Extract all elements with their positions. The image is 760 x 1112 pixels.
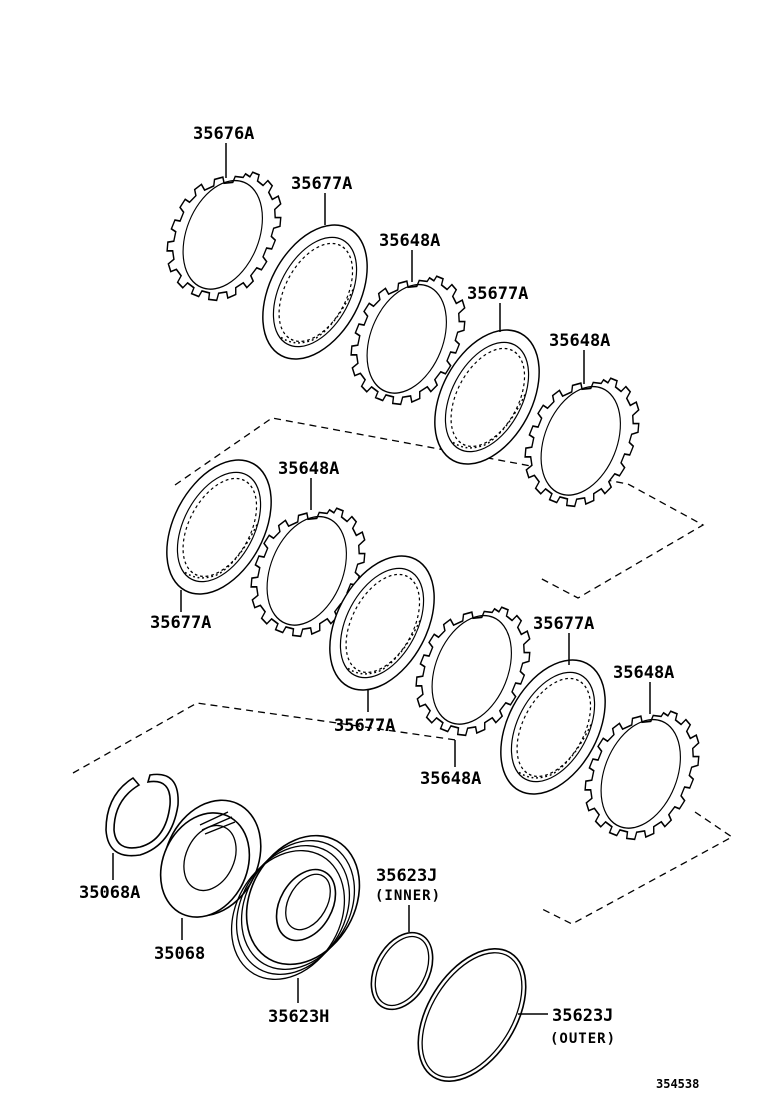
part-35623J-inner-oring: [370, 931, 434, 1011]
label-35068A: 35068A: [79, 883, 140, 903]
label-35623H: 35623H: [268, 1007, 329, 1027]
part-35068A-snap-ring: [105, 773, 179, 857]
label-35676A: 35676A: [193, 124, 254, 144]
diagram-code: 354538: [656, 1077, 699, 1091]
label-35677A-top: 35677A: [291, 174, 352, 194]
label-outer-note: (OUTER): [550, 1031, 616, 1047]
label-35648A-top: 35648A: [379, 231, 440, 251]
label-35648A-top2: 35648A: [549, 331, 610, 351]
part-35623J-outer-oring: [417, 948, 527, 1082]
label-35677A-lower: 35677A: [334, 716, 395, 736]
label-35648A-right: 35648A: [613, 663, 674, 683]
label-35677A-mid-right: 35677A: [533, 614, 594, 634]
label-inner-note: (INNER): [375, 888, 441, 904]
part-35623H-piston: [230, 834, 361, 981]
label-35623J-outer: 35623J: [552, 1006, 613, 1026]
label-35623J-inner: 35623J: [376, 866, 437, 886]
label-35677A-top2: 35677A: [467, 284, 528, 304]
label-35677A-mid-left: 35677A: [150, 613, 211, 633]
label-35068: 35068: [154, 944, 205, 964]
label-35648A-mid: 35648A: [278, 459, 339, 479]
label-35648A-lower: 35648A: [420, 769, 481, 789]
part-35068-retainer: [159, 799, 262, 918]
